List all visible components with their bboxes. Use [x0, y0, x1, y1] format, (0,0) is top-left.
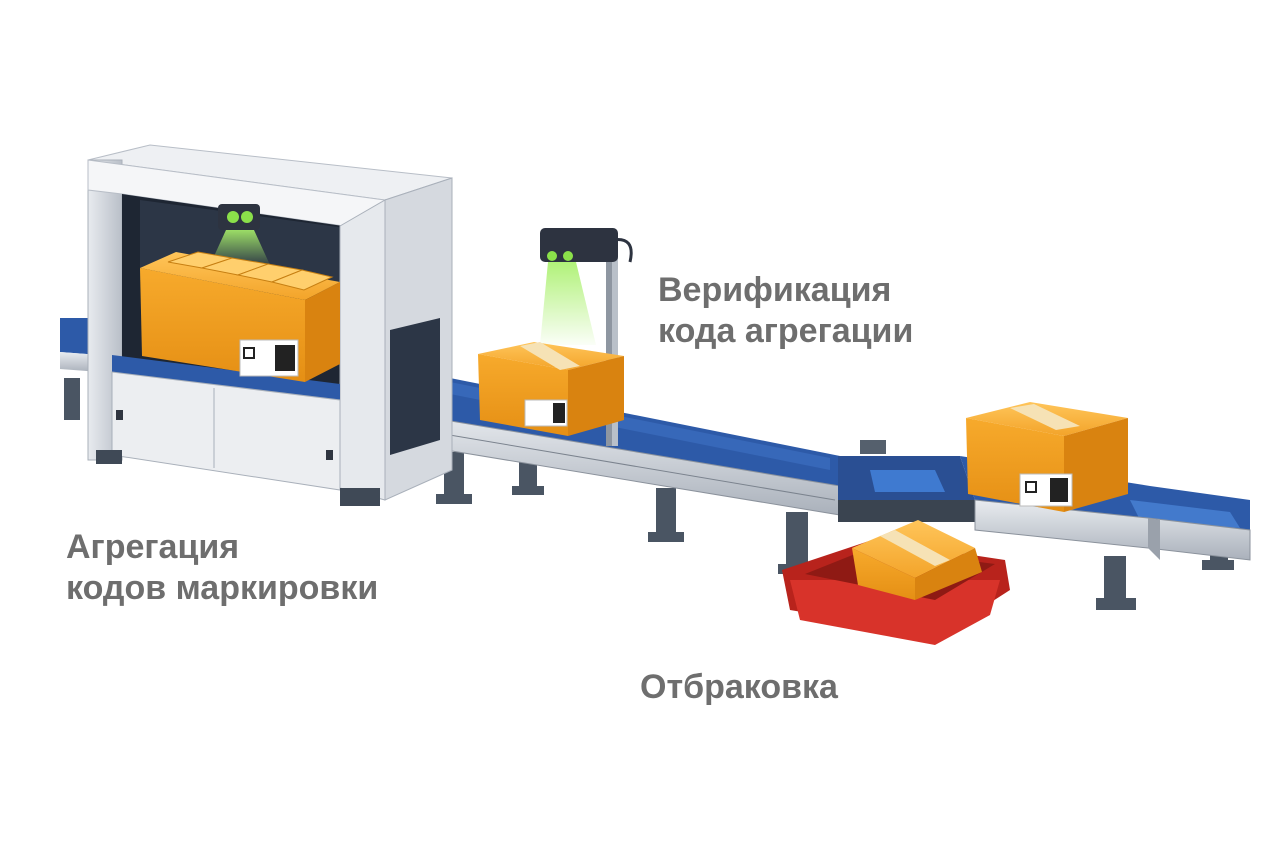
honest-sign-logo-icon [243, 347, 255, 359]
verification-stage-label: Верификация кода агрегации [658, 270, 913, 352]
datamatrix-code-icon [553, 403, 565, 423]
verification-label-line2: кода агрегации [658, 312, 914, 350]
reject-bin [782, 520, 1010, 645]
aggregation-label-line1: Агрегация [66, 528, 240, 566]
verified-box [966, 402, 1128, 512]
reject-gate-section [838, 440, 975, 522]
aggregation-stage-label: Агрегация кодов маркировки [66, 527, 378, 609]
scanner-icon [540, 228, 618, 262]
aggregated-box [140, 251, 340, 382]
rejection-label-line1: Отбраковка [640, 668, 838, 706]
verification-label-line1: Верификация [658, 271, 892, 309]
box-under-verification [478, 342, 624, 436]
honest-sign-logo-icon [1025, 481, 1037, 493]
datamatrix-code-icon [1050, 478, 1068, 502]
rejection-stage-label: Отбраковка [640, 667, 838, 708]
datamatrix-code-icon [275, 345, 295, 371]
aggregation-label-line2: кодов маркировки [66, 569, 379, 607]
